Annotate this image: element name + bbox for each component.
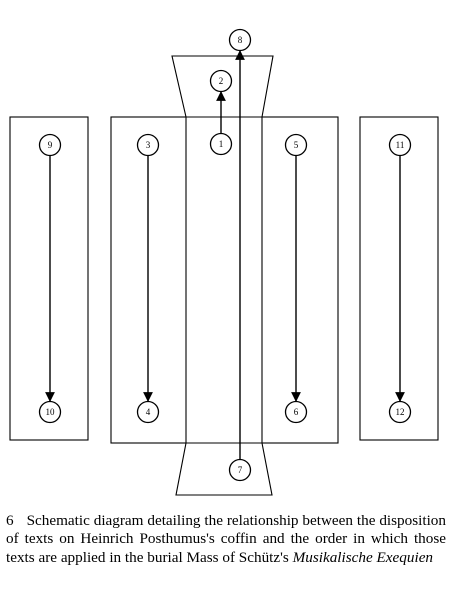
node-11: 11 [388,133,412,157]
right-side-panel [359,116,439,441]
caption-italic-title: Musikalische Exequien [292,548,434,566]
node-10: 10 [38,400,62,424]
node-label: 4 [146,407,151,417]
caption-text: Schematic diagram detailing the relation… [6,512,446,566]
node-label: 1 [219,139,224,149]
node-label: 9 [48,140,53,150]
node-3: 3 [136,133,160,157]
node-7: 7 [228,458,252,482]
node-2: 2 [209,69,233,93]
node-label: 10 [46,407,56,417]
left-side-panel [9,116,89,441]
node-circle [388,400,412,424]
node-label: 8 [238,35,243,45]
node-9: 9 [38,133,62,157]
node-5: 5 [284,133,308,157]
node-circle [209,69,233,93]
node-label: 2 [219,76,224,86]
node-6: 6 [284,400,308,424]
node-circle [136,133,160,157]
node-label: 5 [294,140,299,150]
node-label: 11 [396,140,405,150]
node-circle [209,132,233,156]
coffin-outline [9,55,439,496]
node-label: 6 [294,407,299,417]
figure-number: 6 [6,512,14,529]
node-label: 12 [396,407,405,417]
node-circle [284,133,308,157]
node-circle [228,458,252,482]
node-circle [38,400,62,424]
node-label: 3 [146,140,151,150]
node-circle [136,400,160,424]
node-label: 7 [238,465,243,475]
edges-layer [45,50,405,460]
node-1: 1 [209,132,233,156]
node-circle [38,133,62,157]
foot-end-panel [175,442,273,496]
inner-right-panel [261,116,339,444]
node-12: 12 [388,400,412,424]
node-circle [228,28,252,52]
node-circle [388,133,412,157]
node-circle [284,400,308,424]
node-8: 8 [228,28,252,52]
node-4: 4 [136,400,160,424]
inner-left-panel [110,116,187,444]
